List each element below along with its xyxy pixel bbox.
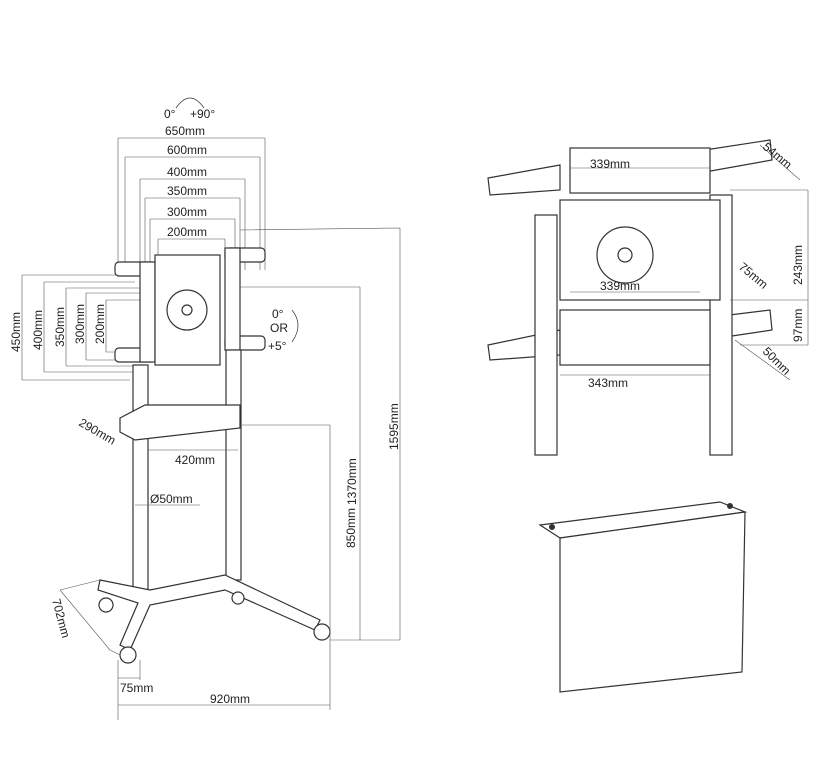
plate-width-label: 339mm bbox=[600, 279, 640, 293]
left-pole bbox=[132, 364, 149, 591]
left-stand-view: 0° +90° 650mm 600mm 400mm 350mm 300mm 20… bbox=[9, 97, 401, 720]
vesa-width-650: 650mm bbox=[165, 124, 205, 138]
vesa-height-350: 350mm bbox=[53, 307, 67, 347]
shelf-width-label: 420mm bbox=[175, 453, 215, 467]
rotation-start-label: 0° bbox=[164, 107, 176, 121]
top-width-label: 339mm bbox=[590, 157, 630, 171]
mount-height-label: 1370mm bbox=[345, 458, 359, 505]
vesa-width-300: 300mm bbox=[167, 205, 207, 219]
vesa-height-450: 450mm bbox=[9, 312, 23, 352]
vesa-height-400: 400mm bbox=[31, 310, 45, 350]
total-height-label: 1595mm bbox=[387, 403, 401, 450]
tilt-end-label: +5° bbox=[268, 339, 287, 353]
cover-panel bbox=[538, 501, 748, 693]
tilt-start-label: 0° bbox=[272, 307, 284, 321]
lower-width-label: 343mm bbox=[588, 376, 628, 390]
tilt-or-label: OR bbox=[270, 321, 288, 335]
base-with-casters bbox=[97, 574, 331, 664]
detail-mount-plate bbox=[559, 199, 721, 301]
wheel-offset-label: 75mm bbox=[120, 681, 153, 695]
right-bracket-detail: 339mm 54mm 243mm 75mm 339mm 97mm 50mm 34… bbox=[487, 139, 809, 456]
vesa-brackets bbox=[114, 247, 266, 363]
shelf bbox=[119, 404, 241, 441]
mount-plate bbox=[154, 254, 221, 366]
pole-diameter-label: Ø50mm bbox=[150, 492, 193, 506]
base-depth-label: 702mm bbox=[49, 597, 73, 639]
shelf-height-label: 850mm bbox=[344, 508, 358, 548]
plate-depth-label: 75mm bbox=[736, 260, 771, 292]
vesa-width-600: 600mm bbox=[167, 143, 207, 157]
lower-depth-label: 50mm bbox=[760, 344, 793, 377]
rotation-arrow-icon bbox=[175, 97, 205, 109]
base-width-label: 920mm bbox=[210, 692, 250, 706]
right-pole bbox=[225, 349, 242, 581]
lower-height-label: 97mm bbox=[791, 309, 805, 342]
plate-height-label: 243mm bbox=[791, 245, 805, 285]
vesa-width-350: 350mm bbox=[167, 184, 207, 198]
vesa-height-200: 200mm bbox=[93, 304, 107, 344]
rotation-end-label: +90° bbox=[190, 107, 215, 121]
vesa-width-200: 200mm bbox=[167, 225, 207, 239]
tilt-arrow-icon bbox=[291, 309, 299, 343]
vesa-width-400: 400mm bbox=[167, 165, 207, 179]
shelf-depth-label: 290mm bbox=[77, 415, 119, 447]
vesa-height-300: 300mm bbox=[73, 304, 87, 344]
